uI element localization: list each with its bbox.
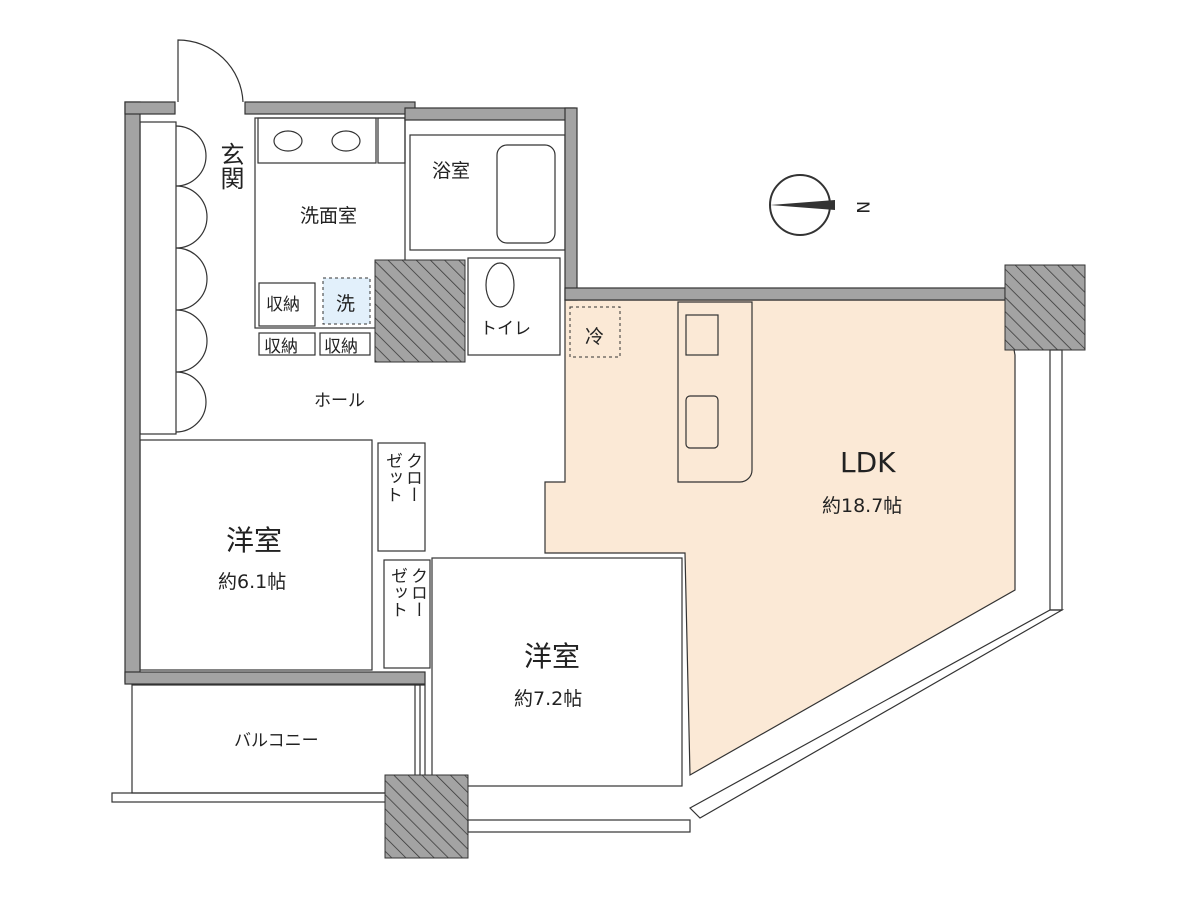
storage-2 xyxy=(258,332,316,356)
label-ldk-size: 約18.7帖 xyxy=(822,495,902,517)
label-closet-2a: クロー xyxy=(407,567,427,618)
vanity-storage xyxy=(377,117,406,164)
label-washer: 洗 xyxy=(336,293,355,315)
label-closet-1a: クロー xyxy=(402,452,422,503)
sink-icon xyxy=(273,130,303,152)
storage-1 xyxy=(258,282,316,327)
label-bedroom-1: 洋室 xyxy=(226,524,282,557)
room-bedroom-2 xyxy=(431,557,683,787)
label-hall: ホール xyxy=(314,391,365,411)
washer-space xyxy=(322,277,371,325)
fridge-space xyxy=(569,306,621,358)
closet-1 xyxy=(377,442,426,552)
label-storage-3: 収納 xyxy=(324,337,358,357)
label-toilet: トイレ xyxy=(480,319,531,339)
stove-icon xyxy=(685,314,719,356)
room-toilet xyxy=(467,257,561,356)
walls xyxy=(124,101,1086,859)
label-storage-2: 収納 xyxy=(264,337,298,357)
room-ldk xyxy=(544,299,1016,777)
closet-2 xyxy=(383,559,431,669)
bathtub-icon xyxy=(496,144,556,244)
shoe-cabinet xyxy=(139,121,177,435)
sink-icon xyxy=(331,130,361,152)
compass-north-label: N xyxy=(852,201,872,214)
compass-needle-icon xyxy=(770,200,835,210)
label-bathroom: 浴室 xyxy=(432,160,470,182)
shoe-cabinet-doors xyxy=(175,125,208,433)
vanity xyxy=(257,117,377,164)
label-washroom: 洗面室 xyxy=(300,205,357,227)
storage-3 xyxy=(319,332,371,356)
label-storage-1: 収納 xyxy=(266,295,300,315)
label-entrance: 玄関 xyxy=(216,142,244,190)
label-closet-2b: ゼット xyxy=(387,567,407,618)
kitchen-counter xyxy=(677,301,753,483)
label-closet-1b: ゼット xyxy=(382,452,402,503)
label-bedroom-1-size: 約6.1帖 xyxy=(218,571,286,593)
toilet-icon xyxy=(485,262,515,308)
kitchen-sink-icon xyxy=(685,395,719,449)
label-ldk: LDK xyxy=(840,446,896,479)
compass: N xyxy=(769,174,872,236)
label-bedroom-2: 洋室 xyxy=(524,640,580,673)
entrance-door[interactable] xyxy=(177,39,244,103)
pipe-shaft xyxy=(374,259,466,363)
label-bedroom-2-size: 約7.2帖 xyxy=(514,688,582,710)
room-bathroom xyxy=(409,134,566,251)
label-fridge: 冷 xyxy=(585,326,604,348)
label-balcony: バルコニー xyxy=(234,731,319,751)
